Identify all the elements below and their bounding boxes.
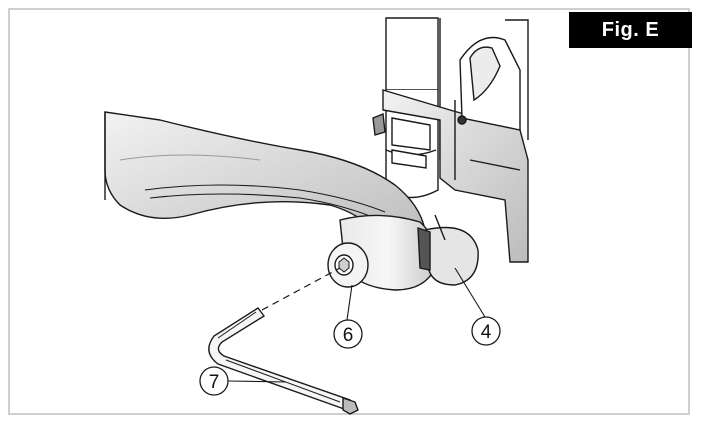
pivot-hub [327, 214, 479, 291]
callout-7-label: 7 [209, 372, 220, 393]
callout-6-label: 6 [343, 325, 354, 346]
bracket-assembly [372, 19, 529, 263]
hex-key [208, 307, 359, 415]
figure-label: Fig. E [569, 12, 692, 48]
callout-4-label: 4 [481, 322, 492, 343]
alignment-dashed-line [261, 267, 341, 311]
callout-6: 6 [333, 319, 363, 349]
callout-7: 7 [199, 366, 229, 396]
callout-4: 4 [471, 316, 501, 346]
leader-lines [227, 267, 486, 383]
